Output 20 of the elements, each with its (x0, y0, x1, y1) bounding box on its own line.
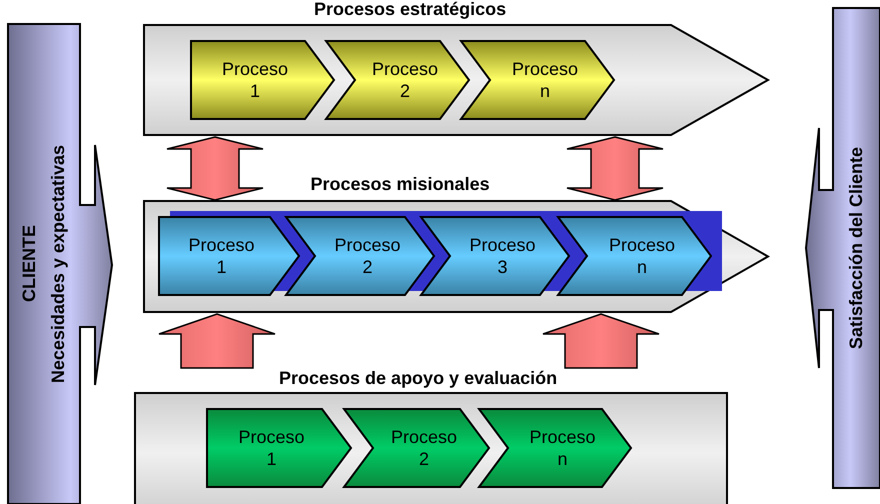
block-arrow (542, 313, 660, 369)
process-label: Proceso 1 (237, 426, 306, 470)
group-title: Procesos de apoyo y evaluación (279, 368, 558, 389)
double-block-arrow (566, 136, 664, 201)
group-title: Procesos estratégicos (314, 0, 506, 20)
process-label: Proceso n (528, 426, 597, 470)
band-text: Satisfacción del Cliente (846, 146, 867, 350)
process-label: Proceso 1 (187, 234, 256, 278)
band-title: CLIENTE (19, 225, 40, 302)
process-label: Proceso 2 (370, 58, 440, 102)
group-title: Procesos misionales (310, 174, 490, 195)
process-label: Proceso n (608, 234, 676, 278)
band-text: Necesidades y expectativas (48, 144, 69, 384)
process-label: Proceso 2 (333, 234, 402, 278)
process-label: Proceso 2 (390, 426, 458, 470)
process-label: Proceso n (510, 58, 580, 102)
process-label: Proceso 3 (468, 234, 537, 278)
process-label: Proceso 1 (220, 58, 290, 102)
block-arrow (158, 313, 276, 369)
double-block-arrow (166, 136, 264, 201)
